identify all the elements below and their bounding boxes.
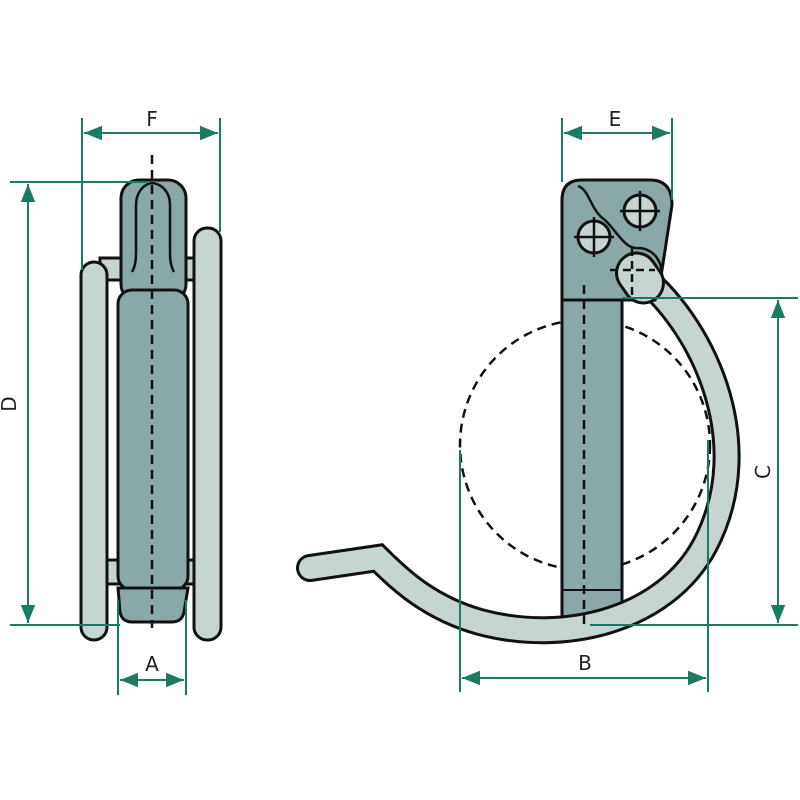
ring-wire-outline — [296, 258, 741, 645]
front-view — [296, 178, 741, 645]
side-view — [79, 155, 223, 642]
ring-wire — [299, 261, 738, 642]
dim-label-a: A — [145, 652, 159, 676]
dimension-lines — [10, 118, 798, 695]
dim-label-d: D — [0, 396, 21, 411]
ring-right — [192, 226, 223, 642]
ring-left — [79, 260, 109, 642]
pin-head — [119, 178, 188, 304]
pin-shaft-front — [560, 294, 624, 622]
dim-label-c: C — [751, 465, 775, 479]
dim-label-f: F — [146, 107, 158, 131]
dim-label-b: B — [578, 651, 592, 675]
dim-label-e: E — [609, 107, 622, 131]
